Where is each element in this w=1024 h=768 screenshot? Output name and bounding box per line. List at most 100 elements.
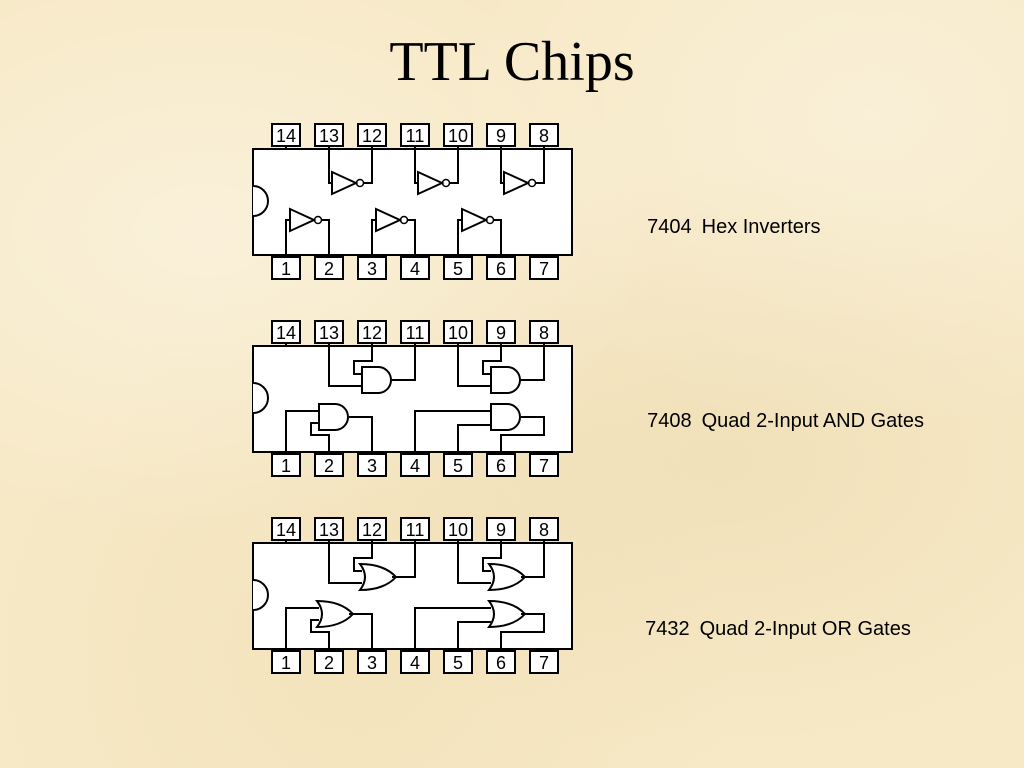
chip-part-number: 7404 [647, 216, 692, 238]
pin-7-number: 7 [539, 653, 549, 673]
pin-11-box [400, 320, 430, 344]
wire [450, 149, 459, 184]
inverter-bubble [441, 178, 451, 188]
pin-2-number: 2 [324, 259, 334, 279]
inverter-bubble [527, 178, 537, 188]
wire [521, 346, 545, 381]
pin-11-number: 11 [406, 520, 425, 540]
pin-8-box [529, 517, 559, 541]
wire [408, 219, 416, 255]
pin-1-number: 1 [281, 653, 291, 673]
wire [457, 543, 491, 584]
pin-7-box [529, 650, 559, 674]
pin-12-box [357, 123, 387, 147]
pin-10-number: 10 [448, 520, 468, 540]
pin-4-box [400, 453, 430, 477]
pin-9-box [486, 320, 516, 344]
wire [310, 619, 330, 649]
pin-6-number: 6 [496, 259, 506, 279]
pin-6-number: 6 [496, 456, 506, 476]
pin-8-box [529, 123, 559, 147]
wire [349, 613, 373, 649]
pin-12-number: 12 [362, 126, 382, 146]
pin-9-box [486, 517, 516, 541]
pin-4-box [400, 650, 430, 674]
wire [285, 607, 319, 649]
pin-1-number: 1 [281, 259, 291, 279]
chip-description: Quad 2-Input OR Gates [699, 618, 911, 640]
and-gate [318, 403, 349, 431]
wire [328, 149, 332, 184]
pin-3-box [357, 453, 387, 477]
pin-13-number: 13 [319, 323, 339, 343]
pin-11-box [400, 517, 430, 541]
pin-10-number: 10 [448, 126, 468, 146]
wire [364, 149, 373, 184]
wire [392, 346, 416, 381]
pin-9-box [486, 123, 516, 147]
wire [457, 424, 491, 452]
pin-2-box [314, 256, 344, 280]
pin-9-number: 9 [496, 323, 506, 343]
pin-6-box [486, 453, 516, 477]
pin-3-number: 3 [367, 259, 377, 279]
pin-5-number: 5 [453, 456, 463, 476]
and-gate [490, 366, 521, 394]
pin-3-box [357, 650, 387, 674]
pin-1-number: 1 [281, 456, 291, 476]
pin-4-box [400, 256, 430, 280]
pin-14-number: 14 [276, 323, 296, 343]
wire [371, 219, 376, 255]
chip-description: Quad 2-Input AND Gates [701, 410, 924, 432]
pin-12-number: 12 [362, 520, 382, 540]
or-gate [486, 562, 527, 592]
pin-8-number: 8 [539, 520, 549, 540]
wire [500, 613, 545, 649]
pin-14-number: 14 [276, 520, 296, 540]
wire [285, 219, 290, 255]
chip-notch [252, 185, 269, 217]
pin-8-box [529, 320, 559, 344]
pin-13-box [314, 320, 344, 344]
pin-2-box [314, 650, 344, 674]
pin-13-number: 13 [319, 126, 339, 146]
pin-3-number: 3 [367, 456, 377, 476]
pin-3-box [357, 256, 387, 280]
wire [328, 543, 362, 584]
wire [500, 149, 504, 184]
pin-6-box [486, 650, 516, 674]
pin-7-box [529, 453, 559, 477]
pin-5-box [443, 650, 473, 674]
wire [353, 346, 373, 375]
pin-1-box [271, 453, 301, 477]
wire [322, 219, 330, 255]
and-gate [490, 403, 521, 431]
wire [521, 543, 545, 578]
wire [310, 422, 330, 452]
and-gate [361, 366, 392, 394]
pin-10-box [443, 517, 473, 541]
pin-8-number: 8 [539, 126, 549, 146]
pin-12-box [357, 320, 387, 344]
pin-3-number: 3 [367, 653, 377, 673]
chip-part-number: 7432 [645, 618, 690, 640]
slide-title: TTL Chips [389, 31, 635, 93]
pin-13-number: 13 [319, 520, 339, 540]
or-gate [314, 599, 355, 629]
pin-5-number: 5 [453, 653, 463, 673]
pin-12-box [357, 517, 387, 541]
pin-7-number: 7 [539, 259, 549, 279]
wire [392, 543, 416, 578]
pin-8-number: 8 [539, 323, 549, 343]
pin-1-box [271, 650, 301, 674]
pin-9-number: 9 [496, 126, 506, 146]
pin-13-box [314, 123, 344, 147]
inverter-bubble [313, 215, 323, 225]
inverter-bubble [485, 215, 495, 225]
pin-14-box [271, 320, 301, 344]
chip-notch [252, 579, 269, 611]
